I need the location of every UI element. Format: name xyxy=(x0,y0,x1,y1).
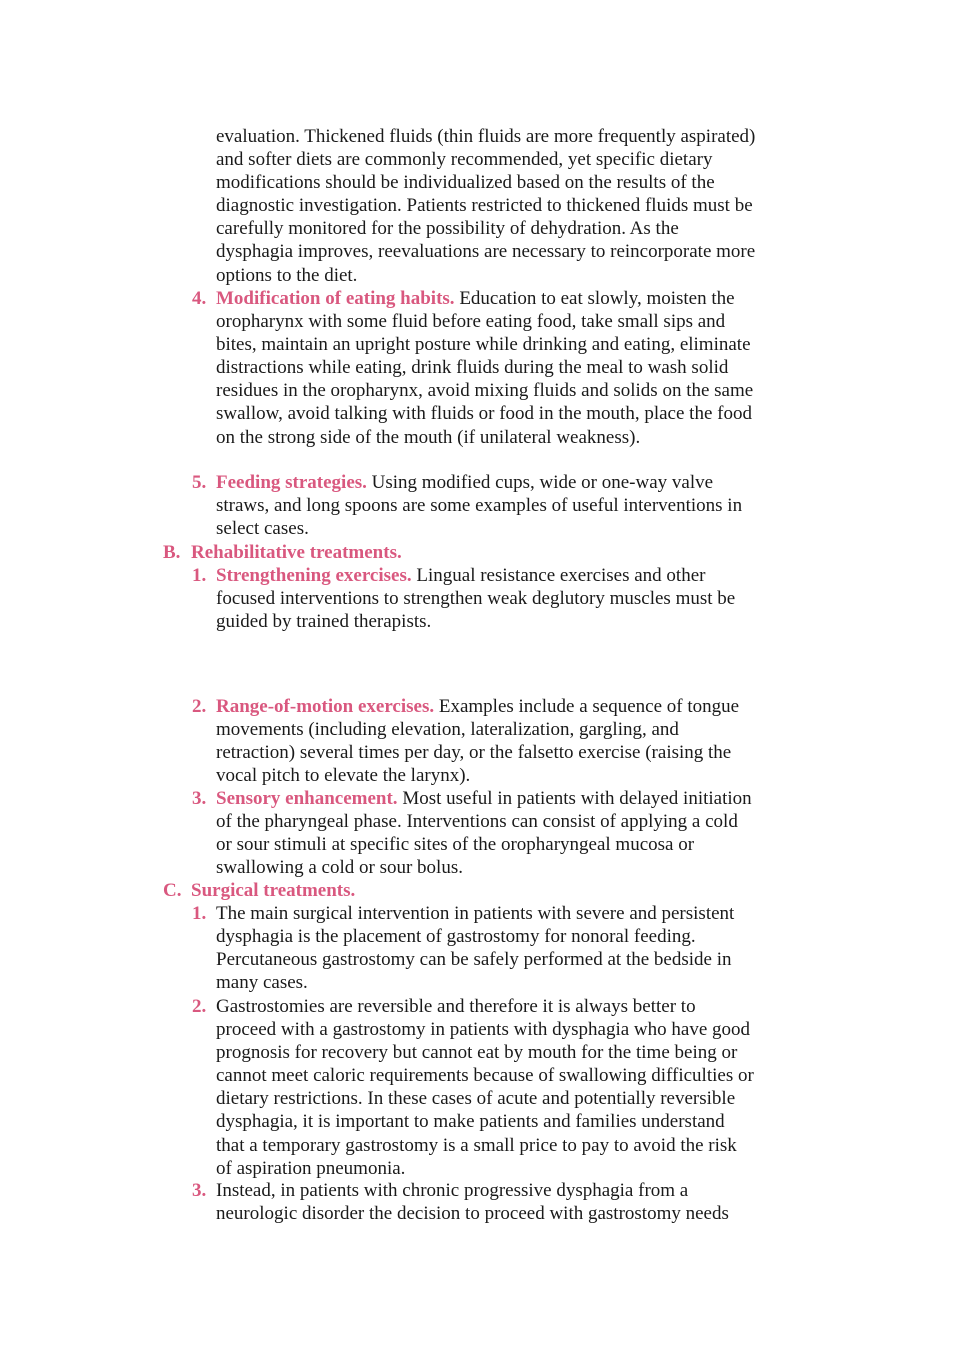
item-number: 1. xyxy=(192,565,207,586)
list-item-surgical-2: 2. Gastrostomies are reversible and ther… xyxy=(192,995,756,1180)
list-item-strengthening-exercises: 1. Strengthening exercises. Lingual resi… xyxy=(192,564,756,633)
list-item-surgical-1: 1. The main surgical intervention in pat… xyxy=(192,902,756,994)
list-item-feeding-strategies: 5. Feeding strategies. Using modified cu… xyxy=(192,471,756,540)
item-paragraph: Strengthening exercises. Lingual resista… xyxy=(216,564,756,633)
section-title: Rehabilitative treatments. xyxy=(191,542,402,563)
item-number: 2. xyxy=(192,996,207,1017)
list-item-surgical-3: 3. Instead, in patients with chronic pro… xyxy=(192,1179,756,1225)
section-letter: C. xyxy=(163,880,182,901)
section-letter: B. xyxy=(163,542,181,563)
item-number: 1. xyxy=(192,903,207,924)
item-heading: Strengthening exercises. xyxy=(216,565,412,586)
list-item-sensory-enhancement: 3. Sensory enhancement. Most useful in p… xyxy=(192,787,756,879)
item-text: Most useful in patients with delayed ini… xyxy=(216,788,752,879)
item-heading: Sensory enhancement. xyxy=(216,788,398,809)
section-heading-surgical: C. Surgical treatments. xyxy=(163,879,763,902)
section-title: Surgical treatments. xyxy=(191,880,356,901)
item-text: Gastrostomies are reversible and therefo… xyxy=(216,996,754,1179)
item-text: Education to eat slowly, moisten the oro… xyxy=(216,288,754,448)
item-text: Using modified cups, wide or one-way val… xyxy=(216,472,743,540)
list-item-range-of-motion: 2. Range-of-motion exercises. Examples i… xyxy=(192,695,756,787)
item-number: 3. xyxy=(192,1180,207,1201)
item-number: 4. xyxy=(192,288,207,309)
item-text: Instead, in patients with chronic progre… xyxy=(216,1180,729,1225)
item-number: 2. xyxy=(192,696,207,717)
item-number: 3. xyxy=(192,788,207,809)
item-text: Examples include a sequence of tongue mo… xyxy=(216,696,740,787)
item-paragraph: Sensory enhancement. Most useful in pati… xyxy=(216,787,756,879)
item-paragraph: Range-of-motion exercises. Examples incl… xyxy=(216,695,756,787)
item-paragraph: Modification of eating habits. Education… xyxy=(216,287,756,449)
item-heading: Modification of eating habits. xyxy=(216,288,455,309)
item-paragraph: Feeding strategies. Using modified cups,… xyxy=(216,471,756,540)
section-heading-rehabilitative: B. Rehabilitative treatments. xyxy=(163,541,763,564)
list-item-modification-eating-habits: 4. Modification of eating habits. Educat… xyxy=(192,287,756,449)
item-text: The main surgical intervention in patien… xyxy=(216,903,735,994)
item-heading: Range-of-motion exercises. xyxy=(216,696,435,717)
item-number: 5. xyxy=(192,472,207,493)
intro-paragraph: evaluation. Thickened fluids (thin fluid… xyxy=(216,126,756,286)
item-text: Lingual resistance exercises and other f… xyxy=(216,565,736,633)
item-heading: Feeding strategies. xyxy=(216,472,367,493)
